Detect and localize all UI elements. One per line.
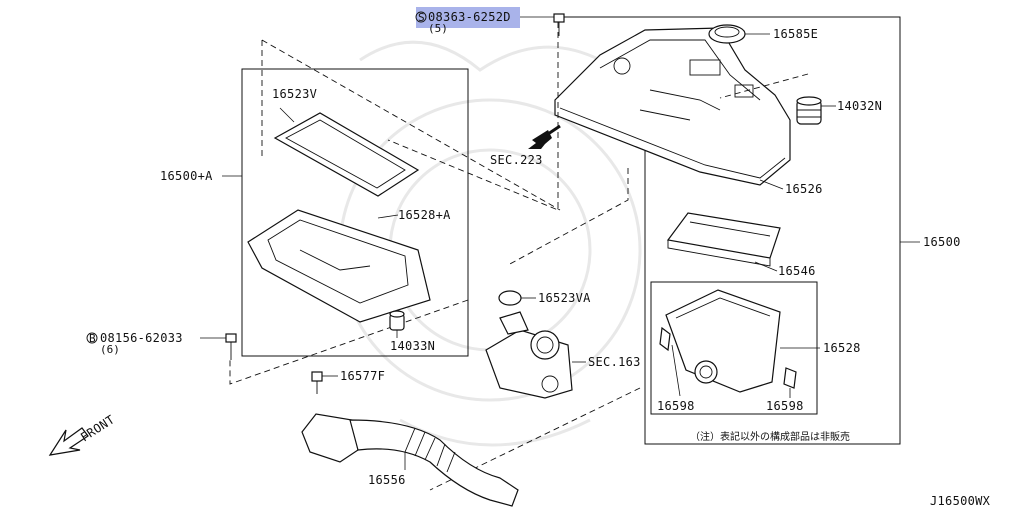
label-front: FRONT: [78, 412, 117, 444]
label-16528[interactable]: 16528: [823, 341, 861, 355]
label-16526[interactable]: 16526: [785, 182, 823, 196]
clip-16598-right[interactable]: [783, 367, 797, 389]
grommet-14033N[interactable]: [389, 310, 405, 331]
cap-16585E[interactable]: [708, 24, 746, 44]
front-arrow-icon: [48, 427, 89, 456]
air-cleaner-case-16528[interactable]: [665, 289, 781, 393]
label-16577F[interactable]: 16577F: [340, 369, 385, 383]
bolt-top-prefix: S: [418, 11, 425, 24]
selected-part-highlight: [416, 7, 520, 28]
label-08363-6252D[interactable]: 08363-6252D: [428, 10, 511, 24]
label-14033N[interactable]: 14033N: [390, 339, 435, 353]
label-sec223[interactable]: SEC.223: [490, 153, 543, 167]
label-16546[interactable]: 16546: [778, 264, 816, 278]
label-16528A[interactable]: 16528+A: [398, 208, 451, 222]
air-cleaner-cover-16526[interactable]: [554, 27, 791, 186]
label-16500[interactable]: 16500: [923, 235, 961, 249]
label-16523V[interactable]: 16523V: [272, 87, 317, 101]
grommet-14032N[interactable]: [796, 96, 822, 125]
label-16523VA[interactable]: 16523VA: [538, 291, 591, 305]
label-bolt-top-qty: (5): [428, 22, 448, 35]
tray-16528A[interactable]: [247, 209, 431, 323]
air-duct-16556[interactable]: [301, 413, 519, 507]
bolt-left-prefix: B: [89, 332, 96, 345]
arrow-sec223-icon: [528, 124, 561, 149]
label-sec163[interactable]: SEC.163: [588, 355, 641, 369]
filter-element-16546[interactable]: [666, 212, 781, 267]
label-14032N[interactable]: 14032N: [837, 99, 882, 113]
label-16598-right[interactable]: 16598: [766, 399, 804, 413]
label-16500A[interactable]: 16500+A: [160, 169, 213, 183]
label-16556[interactable]: 16556: [368, 473, 406, 487]
bolt-16577F-icon[interactable]: [311, 371, 323, 394]
assembly-box-16500: [554, 16, 920, 445]
bolt-08363-icon[interactable]: [553, 13, 565, 36]
clip-16598-left[interactable]: [659, 326, 671, 352]
gasket-16523V[interactable]: [273, 112, 420, 197]
label-diagram-code: J16500WX: [930, 494, 991, 508]
label-note: （注）表記以外の構成部品は非販売: [690, 430, 850, 443]
label-16585E[interactable]: 16585E: [773, 27, 818, 41]
label-bolt-left-qty: (6): [100, 343, 120, 356]
label-16598-left[interactable]: 16598: [657, 399, 695, 413]
part-labels: S 08363-6252D (5) 16585E 14032N 16526 16…: [78, 10, 991, 508]
label-08156-62033[interactable]: 08156-62033: [100, 331, 183, 345]
bolt-08156-icon[interactable]: [225, 333, 237, 360]
seal-16523VA[interactable]: [498, 290, 522, 306]
throttle-body-sec163[interactable]: [485, 311, 573, 399]
assembly-box-16500A: [241, 68, 469, 357]
